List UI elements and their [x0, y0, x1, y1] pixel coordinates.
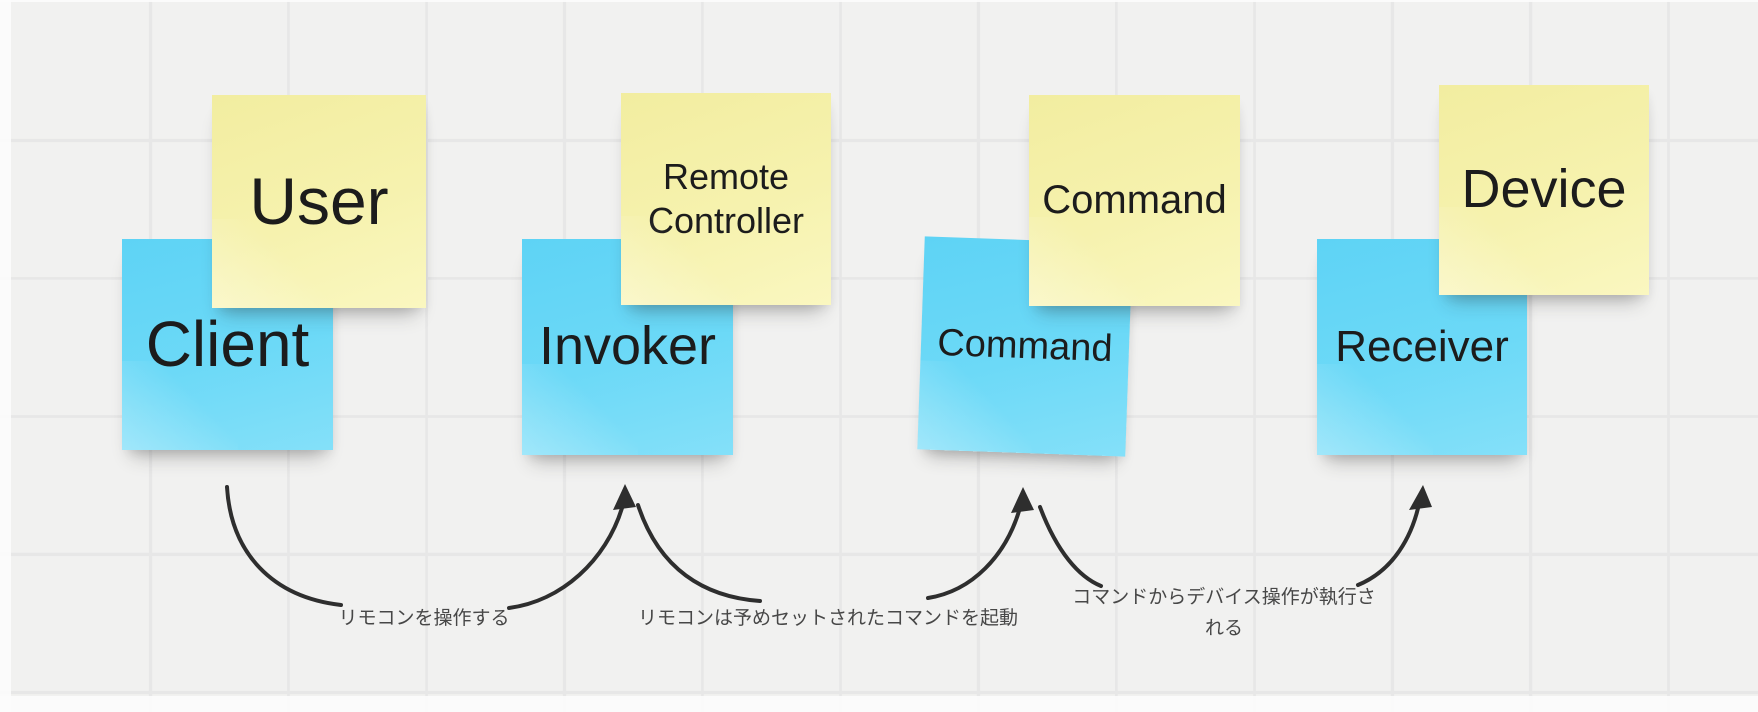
sticky-note-device[interactable]: Device [1439, 85, 1649, 295]
connector-curve [926, 506, 1022, 600]
sticky-note-remote-controller[interactable]: Remote Controller [621, 93, 831, 306]
sticky-note-user-label: User [249, 163, 389, 238]
sticky-note-invoker-label: Invoker [538, 316, 717, 377]
sticky-note-command-yellow[interactable]: Command [1029, 95, 1240, 307]
sticky-note-command-yellow-label: Command [1042, 177, 1227, 222]
sticky-note-remote-controller-label: Remote Controller [647, 156, 805, 241]
connector-label-command-receiver[interactable]: コマンドからデバイス操作が執行される [1072, 586, 1376, 639]
sticky-note-receiver-label: Receiver [1335, 322, 1509, 372]
sticky-note-user[interactable]: User [212, 95, 426, 309]
sticky-note-receiver[interactable]: Receiver [1317, 239, 1527, 455]
connector-label-invoker-command[interactable]: リモコンは予めセットされたコマンドを起動 [637, 607, 1018, 629]
connector-curve [1038, 505, 1103, 588]
connector-client-invoker[interactable] [225, 484, 636, 610]
connector-curve [636, 503, 762, 603]
sticky-note-client-label: Client [145, 307, 310, 380]
connector-label-client-invoker[interactable]: リモコンを操作する [338, 607, 510, 629]
connector-curve [1356, 502, 1421, 587]
arrowhead-up-icon [613, 484, 636, 510]
arrowhead-up-icon [1409, 485, 1432, 510]
connector-curve [225, 485, 343, 607]
connector-invoker-command[interactable] [636, 487, 1034, 603]
arrowhead-up-icon [1011, 487, 1034, 513]
connector-command-receiver[interactable] [1038, 485, 1432, 588]
sticky-note-device-label: Device [1461, 159, 1627, 220]
connector-curve [507, 506, 624, 610]
